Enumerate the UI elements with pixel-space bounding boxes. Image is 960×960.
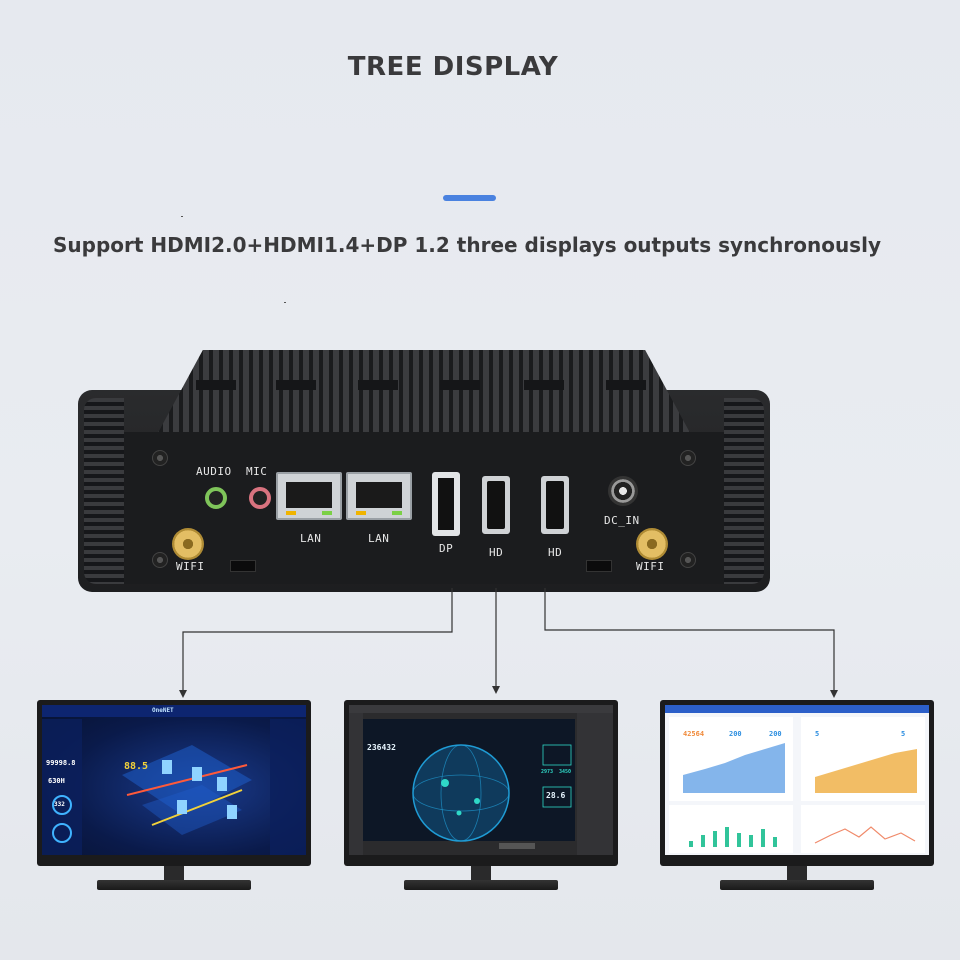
stat-value: 28.6 <box>546 791 566 800</box>
stat-value: 332 <box>54 801 65 808</box>
screw-icon <box>152 450 168 466</box>
mini-pc: AUDIO MIC LAN LAN DP HD HD DC_IN WIFI WI… <box>78 350 770 592</box>
monitor-stand <box>404 880 558 890</box>
kpi-value: 5 <box>815 730 820 738</box>
monitor-left: OneNET 99998.8 630H 332 88.5 <box>37 700 311 892</box>
dc-in-jack <box>608 476 638 506</box>
heatsink-fins <box>156 350 692 436</box>
side-fins-right <box>724 398 764 584</box>
stat-value: 88.5 <box>124 761 149 772</box>
hd-2-label: HD <box>548 546 563 559</box>
monitor-stand <box>97 880 251 890</box>
hdmi-port-2 <box>541 476 569 534</box>
decorative-dot <box>181 216 183 217</box>
stat-value: 630H <box>48 777 65 785</box>
dc-in-label: DC_IN <box>604 514 640 527</box>
screen-dashboard-3d: OneNET 99998.8 630H 332 88.5 <box>42 705 306 855</box>
audio-jack <box>205 487 227 509</box>
lan-port-2 <box>346 472 412 520</box>
monitor-right: 42564 200 200 5 5 <box>660 700 934 892</box>
stat-value: 3450 <box>559 769 572 775</box>
hdmi-port-1 <box>482 476 510 534</box>
kpi-value: 200 <box>729 730 742 738</box>
wifi-antenna-right-icon <box>636 528 668 560</box>
stat-value: 99998.8 <box>46 759 76 767</box>
hd-to-right-monitor-arrow <box>544 588 835 692</box>
stat-value: 2973 <box>541 769 554 775</box>
vent-slot <box>230 560 256 572</box>
monitor-stand <box>720 880 874 890</box>
title-accent-bar <box>443 195 496 201</box>
fin-tab <box>276 380 316 390</box>
page-title: TREE DISPLAY <box>347 52 559 82</box>
kpi-value: 200 <box>769 730 782 738</box>
badge-text: OneNET <box>152 707 174 714</box>
screen-globe: 236432 28.6 2973 3450 <box>349 705 613 855</box>
screw-icon <box>680 450 696 466</box>
fin-tab <box>524 380 564 390</box>
hd-1-label: HD <box>489 546 504 559</box>
screw-icon <box>680 552 696 568</box>
decorative-dot <box>284 302 286 303</box>
screw-icon <box>152 552 168 568</box>
screen-analytics: 42564 200 200 5 5 <box>665 705 929 855</box>
stat-value: 236432 <box>367 743 396 752</box>
kpi-value: 42564 <box>683 730 705 738</box>
lan-2-label: LAN <box>368 532 390 545</box>
wifi-right-label: WIFI <box>636 560 665 573</box>
kpi-value: 5 <box>901 730 906 738</box>
audio-label: AUDIO <box>196 465 232 478</box>
displayport <box>432 472 460 536</box>
arrow-head-icon <box>492 686 500 694</box>
mic-jack <box>249 487 271 509</box>
fin-tab <box>440 380 480 390</box>
dp-to-left-monitor-arrow <box>182 588 453 692</box>
wifi-antenna-left-icon <box>172 528 204 560</box>
io-panel <box>124 432 724 584</box>
fin-tab <box>196 380 236 390</box>
monitor-middle: 236432 28.6 2973 3450 <box>344 700 618 892</box>
wifi-left-label: WIFI <box>176 560 205 573</box>
mic-label: MIC <box>246 465 268 478</box>
side-fins-left <box>84 398 124 584</box>
arrow-head-icon <box>830 690 838 698</box>
page-subtitle: Support HDMI2.0+HDMI1.4+DP 1.2 three dis… <box>53 233 881 257</box>
arrow-head-icon <box>179 690 187 698</box>
lan-1-label: LAN <box>300 532 322 545</box>
vent-slot <box>586 560 612 572</box>
fin-tab <box>358 380 398 390</box>
lan-port-1 <box>276 472 342 520</box>
fin-tab <box>606 380 646 390</box>
dp-label: DP <box>439 542 454 555</box>
